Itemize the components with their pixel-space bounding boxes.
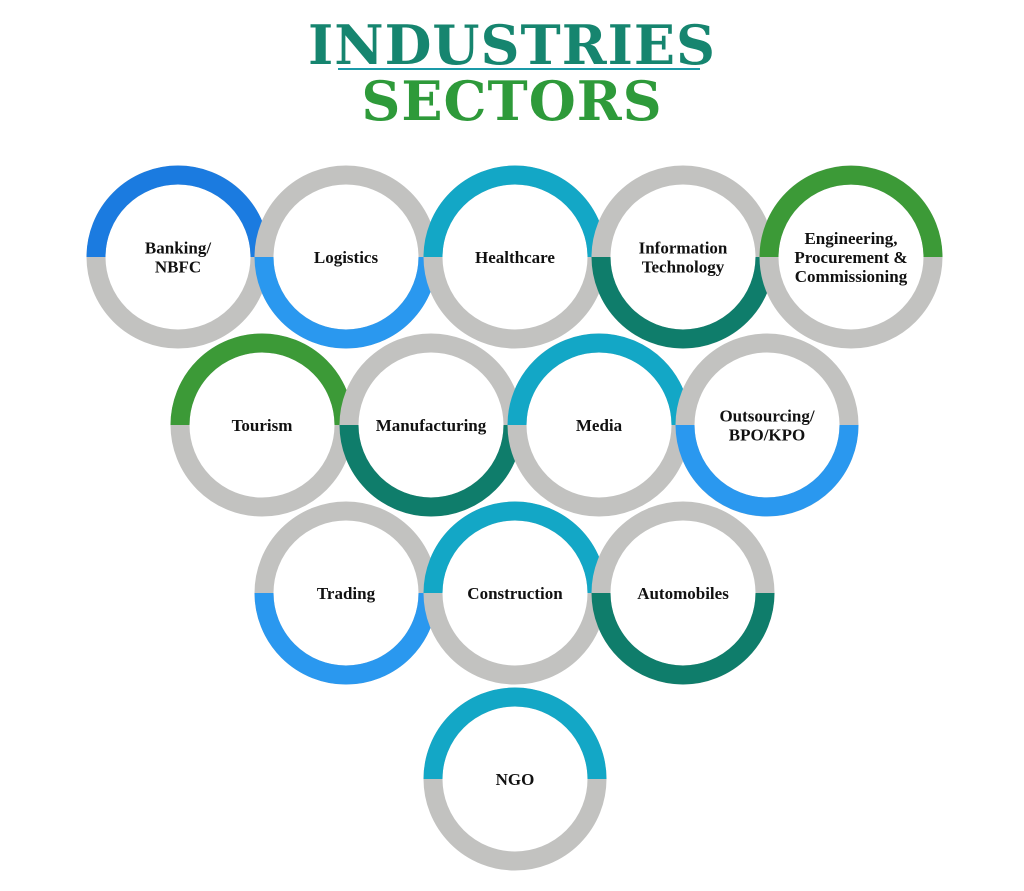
ring-accent-arc: [591, 592, 775, 685]
sector-ngo: NGO: [423, 687, 607, 871]
sector-banking-nbfc: Banking/NBFC: [86, 165, 270, 349]
sector-label: Automobiles: [637, 584, 729, 603]
sector-label: Media: [576, 416, 623, 435]
sector-tourism: Tourism: [170, 333, 354, 517]
sector-label: Construction: [467, 584, 563, 603]
ring-accent-arc: [170, 333, 354, 426]
ring-accent-arc: [423, 165, 607, 258]
ring-accent-arc: [507, 333, 691, 426]
sector-healthcare: Healthcare: [423, 165, 607, 349]
sector-label: Healthcare: [475, 248, 555, 267]
ring-accent-arc: [675, 424, 859, 517]
sector-label: Engineering,Procurement &Commissioning: [794, 229, 907, 286]
sector-label: Logistics: [314, 248, 379, 267]
sector-label: Outsourcing/BPO/KPO: [719, 407, 814, 445]
ring-accent-arc: [759, 165, 943, 258]
sector-label: Tourism: [232, 416, 293, 435]
ring-accent-arc: [423, 687, 607, 780]
sector-label: NGO: [496, 770, 535, 789]
ring-accent-arc: [339, 424, 523, 517]
ring-accent-arc: [591, 256, 775, 349]
title-divider: [338, 68, 700, 70]
ring-accent-arc: [423, 501, 607, 594]
ring-accent-arc: [254, 592, 438, 685]
ring-accent-arc: [86, 165, 270, 258]
sector-engineering-procurement-commissioning: Engineering,Procurement &Commissioning: [759, 165, 943, 349]
sector-outsourcing-bpo-kpo: Outsourcing/BPO/KPO: [675, 333, 859, 517]
title-sectors: SECTORS: [361, 69, 663, 133]
ring-accent-arc: [254, 256, 438, 349]
sector-manufacturing: Manufacturing: [339, 333, 523, 517]
sector-label: Manufacturing: [376, 416, 487, 435]
sector-trading: Trading: [254, 501, 438, 685]
sector-label: Trading: [317, 584, 376, 603]
sector-label: Banking/NBFC: [145, 239, 211, 277]
title-industries: INDUSTRIES: [307, 13, 716, 77]
sector-construction: Construction: [423, 501, 607, 685]
sector-media: Media: [507, 333, 691, 517]
sector-automobiles: Automobiles: [591, 501, 775, 685]
sector-logistics: Logistics: [254, 165, 438, 349]
